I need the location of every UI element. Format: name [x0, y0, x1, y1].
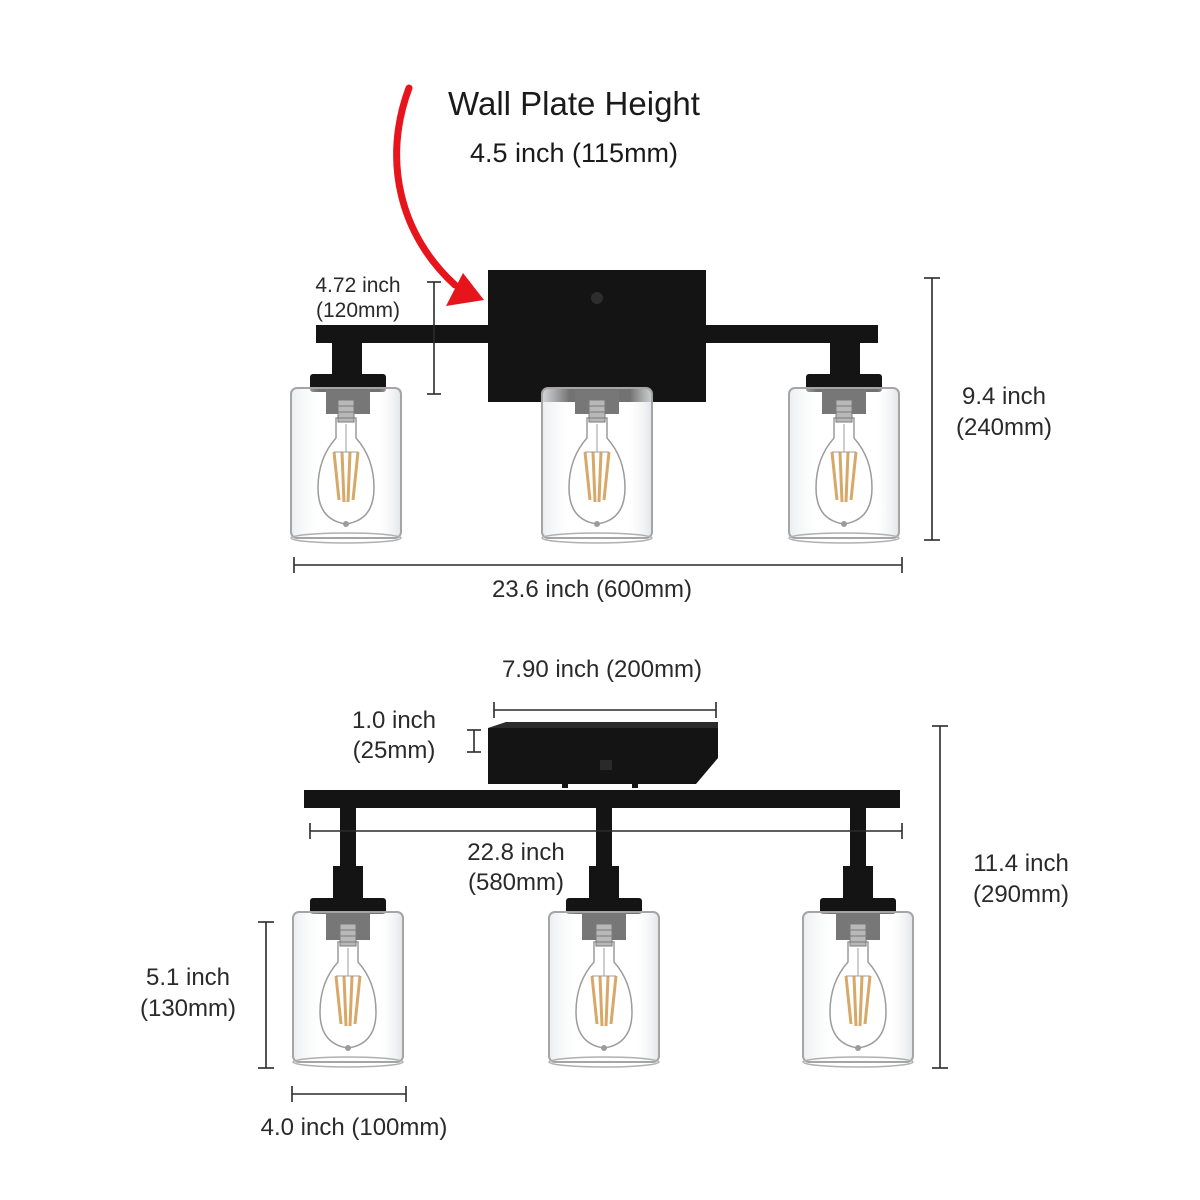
top-bar-length-mm: (580mm)	[467, 869, 565, 896]
wall-plate-title: Wall Plate Height	[448, 85, 700, 122]
front-total-width-dimension	[293, 557, 903, 573]
front-bar	[316, 325, 878, 343]
front-view-fixture	[289, 270, 901, 545]
top-lamp-left	[291, 866, 405, 1069]
top-view-fixture	[291, 722, 915, 1069]
top-bar	[304, 790, 900, 808]
top-plate-width-label: 7.90 inch (200mm)	[501, 656, 703, 683]
front-lamp-right	[787, 330, 901, 545]
top-bar-length-inch: 22.8 inch	[467, 839, 565, 866]
top-total-height-inch: 11.4 inch	[973, 850, 1069, 877]
wall-plate-value: 4.5 inch (115mm)	[469, 138, 679, 168]
curved-arrow-icon	[393, 84, 484, 306]
top-lamp-right	[801, 866, 915, 1069]
front-arm-height-inch: 4.72 inch	[315, 274, 401, 297]
front-arm-height-dimension	[427, 281, 441, 395]
top-bar-length-dimension	[309, 823, 903, 839]
front-arm-height-mm: (120mm)	[315, 299, 401, 322]
top-shade-height-dimension	[258, 921, 274, 1069]
top-shade-width-dimension	[291, 1086, 407, 1102]
top-plate-depth-inch: 1.0 inch	[351, 707, 437, 734]
top-shade-width-label: 4.0 inch (100mm)	[260, 1114, 448, 1141]
top-plate-depth-dimension	[467, 729, 481, 753]
front-total-height-mm: (240mm)	[955, 414, 1053, 441]
front-lamp-center	[540, 340, 654, 545]
front-lamp-left	[289, 330, 403, 545]
top-wall-plate	[488, 728, 718, 784]
top-shade-height-mm: (130mm)	[139, 995, 237, 1022]
front-total-height-dimension	[924, 277, 940, 541]
top-plate-depth-mm: (25mm)	[352, 737, 436, 764]
front-total-height-inch: 9.4 inch	[961, 383, 1047, 410]
top-shade-height-inch: 5.1 inch	[145, 964, 231, 991]
top-lamp-center	[547, 866, 661, 1069]
top-total-height-mm: (290mm)	[972, 881, 1070, 908]
front-total-width-label: 23.6 inch (600mm)	[491, 576, 693, 603]
top-total-height-dimension	[932, 725, 948, 1069]
top-plate-width-dimension	[493, 702, 717, 718]
